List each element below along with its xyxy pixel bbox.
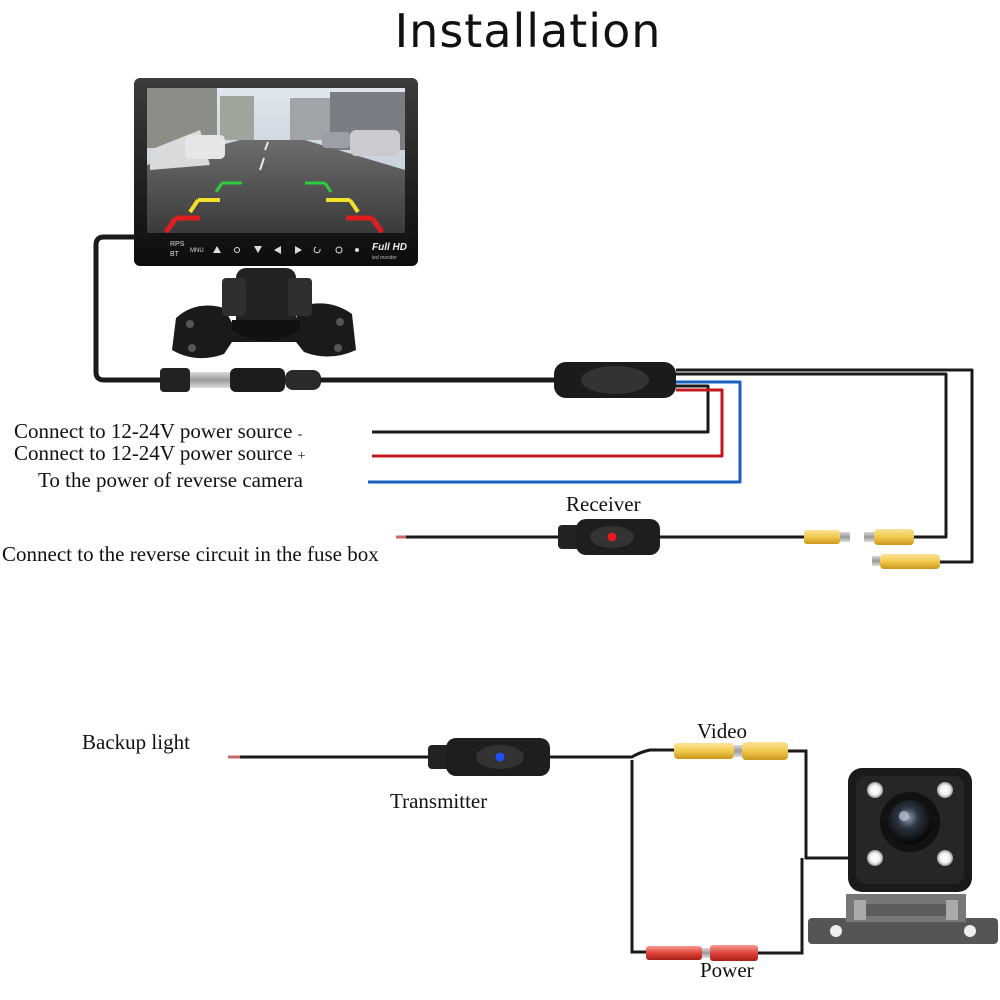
camera-led-icon (867, 782, 883, 798)
label-power-positive-sign: + (297, 449, 306, 464)
label-power-negative-text: Connect to 12-24V power source (14, 419, 293, 443)
monitor-badge-subtitle: led monitor (372, 255, 397, 261)
receiver-assembly (396, 519, 940, 569)
wire-video-1 (676, 372, 948, 539)
label-power-positive: Connect to 12-24V power source + (14, 443, 306, 464)
label-backup-light: Backup light (82, 730, 190, 754)
power-icon (335, 246, 343, 254)
rca-yellow-connector (742, 742, 788, 760)
hub-wires (368, 368, 974, 564)
wire-power-positive (372, 388, 724, 458)
rca-red-connector (646, 946, 702, 960)
wire-video-2 (676, 368, 974, 564)
wire-power-negative (372, 384, 710, 434)
camera-lens-icon (888, 800, 932, 844)
label-power-negative: Connect to 12-24V power source - (14, 421, 302, 442)
monitor: RPS BT MNU Full HD led monitor (134, 78, 418, 359)
label-power-positive-text: Connect to 12-24V power source (14, 441, 293, 465)
monitor-screen (147, 88, 405, 234)
receiver-led-icon (607, 532, 617, 542)
label-video: Video (697, 719, 748, 743)
return-icon (313, 246, 321, 254)
page-title: Installation (394, 4, 662, 58)
rca-yellow-connector (674, 743, 734, 759)
monitor-button-label: MNU (190, 248, 204, 254)
led-indicator-icon (355, 248, 359, 252)
left-arrow-icon (274, 246, 281, 254)
up-arrow-icon (213, 246, 221, 253)
full-hd-badge: Full HD (372, 242, 407, 253)
right-arrow-icon (295, 246, 302, 254)
camera-led-icon (937, 850, 953, 866)
rca-red-connector (710, 945, 758, 961)
rca-yellow-connector (804, 530, 840, 544)
camera-led-icon (867, 850, 883, 866)
camera-led-icon (937, 782, 953, 798)
label-power: Power (700, 958, 754, 982)
rca-yellow-connector (874, 529, 914, 545)
transmitter-led-icon (495, 752, 505, 762)
rca-yellow-connector (880, 554, 940, 569)
label-transmitter: Transmitter (390, 789, 488, 813)
transmitter-assembly (228, 738, 852, 961)
monitor-stand (172, 268, 356, 359)
reverse-camera (808, 768, 998, 944)
monitor-connector (160, 368, 190, 392)
monitor-cable (93, 234, 676, 398)
label-camera-power: To the power of reverse camera (38, 468, 303, 492)
circle-icon (234, 247, 240, 253)
down-arrow-icon (254, 246, 262, 253)
monitor-button-label: BT (170, 251, 180, 258)
label-fuse-box: Connect to the reverse circuit in the fu… (2, 542, 379, 566)
label-receiver: Receiver (566, 492, 641, 516)
label-power-negative-sign: - (297, 427, 303, 442)
wire-camera-power (368, 380, 742, 484)
monitor-button-label: RPS (170, 241, 185, 248)
monitor-buttons: RPS BT MNU Full HD led monitor (170, 241, 407, 261)
